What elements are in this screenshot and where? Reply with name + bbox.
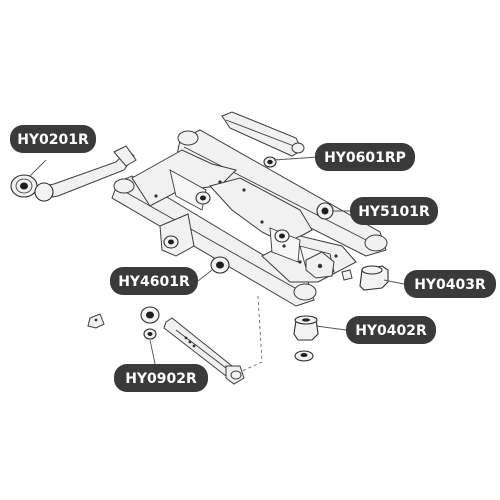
label-hy4601r-bg — [110, 267, 198, 295]
upper-arm-left — [10, 145, 137, 202]
small-bracket — [87, 313, 105, 329]
label-hy0601rp-text: HY0601RP — [324, 150, 406, 166]
label-hy0201r-text: HY0201R — [17, 132, 89, 148]
reference-line — [239, 295, 263, 373]
label-hy0403r-text: HY0403R — [414, 277, 486, 293]
label-hy0402r: HY0402R — [346, 316, 436, 344]
label-hy0601rp-bg — [315, 143, 415, 171]
label-hy0201r-bg — [10, 125, 96, 153]
rear-subframe — [111, 129, 388, 307]
label-hy0902r-bg — [114, 364, 208, 392]
label-hy0601rp: HY0601RP — [315, 143, 415, 171]
label-hy5101r-text: HY5101R — [358, 204, 430, 220]
label-hy5101r: HY5101R — [350, 197, 438, 225]
bushing-hy0403r — [359, 265, 389, 291]
label-hy0201r: HY0201R — [10, 125, 96, 153]
label-hy0902r-text: HY0902R — [125, 371, 197, 387]
bushing-hy0402r — [293, 315, 319, 362]
bushing-hy5101r — [316, 202, 334, 220]
label-hy0902r: HY0902R — [114, 364, 208, 392]
label-hy5101r-bg — [350, 197, 438, 225]
label-hy0403r-bg — [404, 270, 496, 298]
label-hy0403r: HY0403R — [404, 270, 496, 298]
label-hy4601r: HY4601R — [110, 267, 198, 295]
label-hy4601r-text: HY4601R — [118, 274, 190, 290]
label-hy0402r-text: HY0402R — [355, 323, 427, 339]
upper-arm-right — [221, 111, 305, 168]
lower-link — [140, 306, 245, 385]
label-hy0402r-bg — [346, 316, 436, 344]
